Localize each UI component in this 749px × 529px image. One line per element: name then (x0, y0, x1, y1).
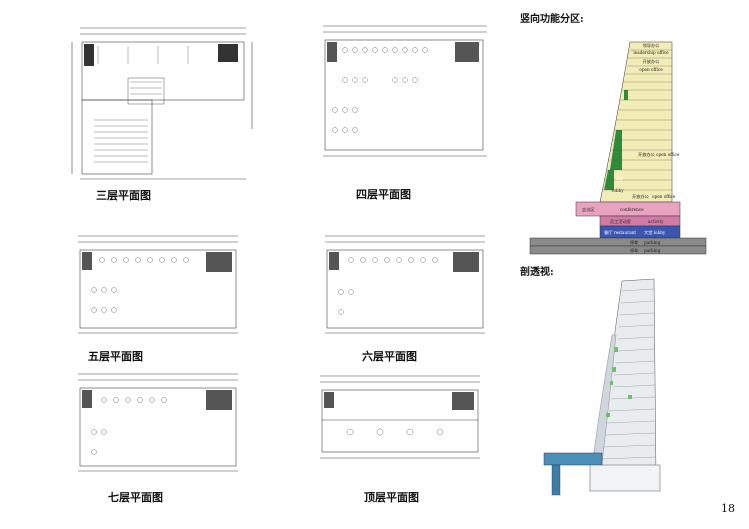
zone-label-7: 员工活动室 (610, 218, 631, 225)
zone-label-0: 领导办公 (643, 42, 661, 49)
floor-plan-5-caption: 五层平面图 (88, 350, 143, 363)
zoning-section: 领导办公 leadership office 开放办公 open office … (520, 30, 710, 260)
floor-plan-3-drawing (71, 27, 253, 180)
section-perspective-drawing (543, 278, 661, 496)
zone-label-6-en: conference (620, 207, 644, 212)
perspective-title: 剖透视: (520, 267, 554, 278)
floor-plan-3-caption: 三层平面图 (96, 189, 151, 202)
zone-label-6: 会议区 (582, 206, 595, 213)
zone-label-1: 开放办公 (643, 58, 661, 65)
zone-label-1-en: open office (639, 67, 663, 72)
section-title: 竖向功能分区: (520, 14, 584, 25)
floor-plan-top-drawing (320, 375, 480, 459)
zone-label-2: 开放办公 (638, 151, 656, 158)
floor-plan-6-drawing (325, 235, 485, 334)
zone-label-5-en: open office (652, 194, 676, 199)
floor-plan-5-drawing (78, 235, 238, 334)
floor-plan-7-drawing (78, 373, 238, 472)
floor-plan-6-caption: 六层平面图 (362, 350, 417, 363)
floor-plan-4-drawing (323, 25, 487, 157)
zone-label-7-en: activity (648, 219, 664, 224)
floor-plan-4-caption: 四层平面图 (356, 188, 411, 201)
zone-label-4: lobby (612, 188, 624, 193)
zone-label-8-en: 大堂 lobby (644, 229, 666, 236)
floor-plan-3 (68, 24, 258, 184)
zone-label-8: 餐厅 restaurant (604, 229, 636, 236)
floor-plan-6 (315, 232, 495, 337)
floor-plan-top (310, 372, 490, 467)
floor-plan-4 (315, 20, 495, 160)
zone-label-9: 停车 (630, 239, 638, 246)
section-perspective (530, 275, 680, 505)
zone-label-10: 停车 (630, 247, 638, 254)
zoning-section-drawing: 领导办公 leadership office 开放办公 open office … (529, 41, 707, 255)
floor-plan-top-caption: 顶层平面图 (364, 491, 419, 504)
floor-plan-5 (68, 232, 248, 337)
zone-label-10-en: parking (644, 248, 661, 253)
zone-label-5: 开放办公 (632, 193, 650, 200)
zone-label-9-en: parking (644, 240, 661, 245)
page-number: 18 (721, 502, 735, 515)
zone-label-3: sky (616, 176, 624, 181)
floor-plan-7 (68, 370, 248, 475)
zone-label-0-en: leadership office (633, 50, 669, 55)
zone-label-2-en: open office (656, 152, 680, 157)
floor-plan-7-caption: 七层平面图 (108, 491, 163, 504)
